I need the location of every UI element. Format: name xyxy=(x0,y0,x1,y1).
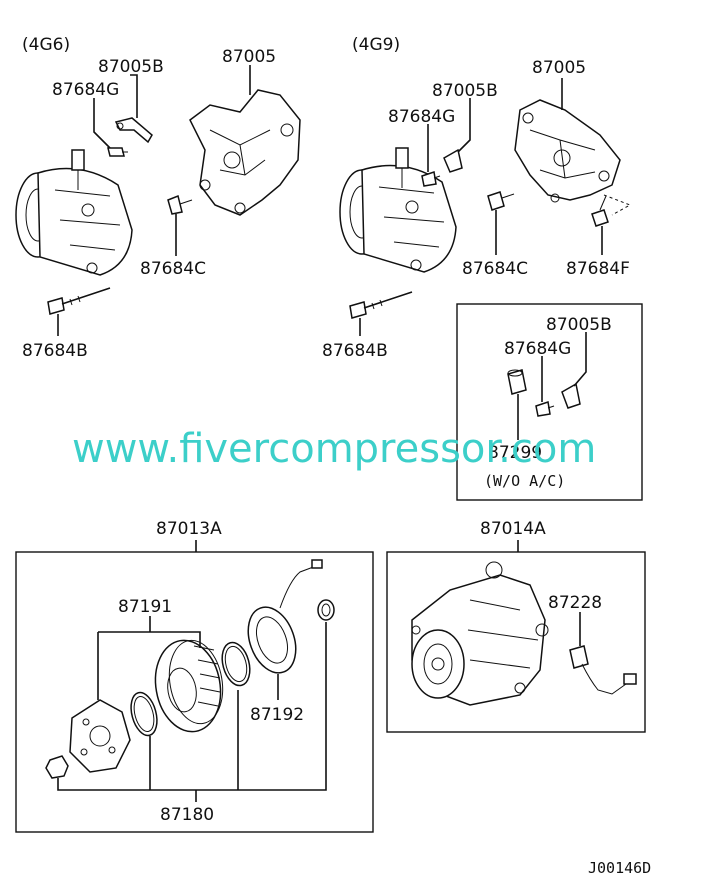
hub-nut xyxy=(45,755,69,779)
label-87684g-right: 87684G xyxy=(388,107,455,127)
label-87005-left: 87005 xyxy=(222,47,276,67)
compressor-left xyxy=(15,149,133,276)
label-87299-inset: 87299 xyxy=(488,443,542,463)
snap-ring-large xyxy=(221,641,251,687)
inset-box-wo-ac xyxy=(456,303,643,501)
section-label-4g9: (4G9) xyxy=(352,35,400,55)
wo-ac-note: (W/O A/C) xyxy=(484,472,565,490)
bolt-g-right xyxy=(421,171,441,187)
bracket-b-inset xyxy=(561,382,581,409)
label-87014a: 87014A xyxy=(480,519,546,539)
label-87684b-right: 87684B xyxy=(322,341,388,361)
label-87684f-right: 87684F xyxy=(566,259,630,279)
bolt-b-right xyxy=(349,291,413,319)
compressor-right xyxy=(339,147,457,273)
bracket-87005-right xyxy=(514,99,621,203)
label-87191: 87191 xyxy=(118,597,172,617)
clutch-hub-plate xyxy=(69,699,131,773)
label-87684g-inset: 87684G xyxy=(504,339,571,359)
label-87180: 87180 xyxy=(160,805,214,825)
label-87684c-left: 87684C xyxy=(140,259,206,279)
label-87192: 87192 xyxy=(250,705,304,725)
plug-inset xyxy=(507,369,527,395)
label-87684c-right: 87684C xyxy=(462,259,528,279)
snap-ring-small xyxy=(130,691,158,737)
harness xyxy=(569,645,637,695)
label-87013a: 87013A xyxy=(156,519,222,539)
bracket-b-left xyxy=(114,117,153,144)
label-87228: 87228 xyxy=(548,593,602,613)
label-87005b-right: 87005B xyxy=(432,81,498,101)
label-87684b-left: 87684B xyxy=(22,341,88,361)
compressor-assembly-box xyxy=(386,551,646,733)
label-87005b-left: 87005B xyxy=(98,57,164,77)
label-87684g-left: 87684G xyxy=(52,80,119,100)
field-coil xyxy=(247,559,323,674)
bracket-b-right xyxy=(443,148,463,173)
bracket-87005-left xyxy=(189,89,301,216)
label-87005b-inset: 87005B xyxy=(546,315,612,335)
bolt-g-left xyxy=(107,147,128,157)
bolt-c-right xyxy=(487,191,515,211)
shim-washer xyxy=(317,599,335,621)
clutch-assembly-box xyxy=(15,551,374,833)
watermark-text: www.fivercompressor.com xyxy=(72,426,596,472)
bolt-b-left xyxy=(47,287,111,315)
bolt-f-right xyxy=(591,195,609,227)
bolt-c-left xyxy=(167,194,193,215)
pulley xyxy=(154,639,224,733)
section-label-4g6: (4G6) xyxy=(22,35,70,55)
drawing-code: J00146D xyxy=(588,859,651,877)
label-87005-right: 87005 xyxy=(532,58,586,78)
compressor-assembly xyxy=(411,561,549,706)
bolt-g-inset xyxy=(535,401,555,417)
